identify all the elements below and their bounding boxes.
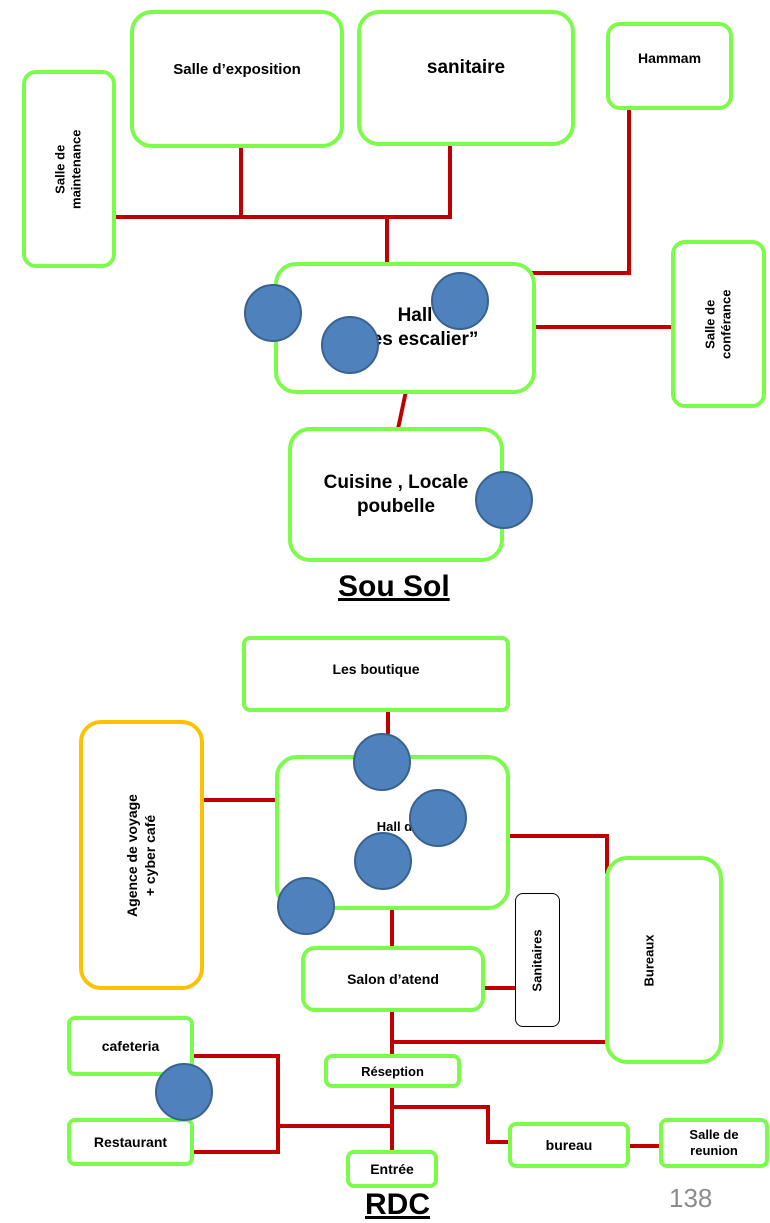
room-bureau: bureau xyxy=(508,1122,630,1168)
marker-circle xyxy=(155,1063,213,1121)
connector xyxy=(276,1054,280,1154)
room-label: conférance xyxy=(718,289,734,359)
marker-circle xyxy=(244,284,302,342)
connector xyxy=(390,1086,394,1152)
connector xyxy=(390,908,394,948)
room-label: Hammam xyxy=(637,50,702,66)
connector xyxy=(627,108,631,275)
room-label: Réseption xyxy=(361,1063,424,1079)
connector xyxy=(535,325,675,329)
page-number: 138 xyxy=(669,1183,713,1213)
connector xyxy=(505,834,609,838)
room-sanitaire: sanitaire xyxy=(357,10,575,146)
room-label: Salle d’exposition xyxy=(173,60,301,78)
marker-circle xyxy=(431,272,489,330)
room-hall-escalier: Hall ” les escalier” xyxy=(274,262,536,394)
connector xyxy=(628,1144,662,1148)
room-label: ” les escalier” xyxy=(351,329,479,350)
room-restaurant: Restaurant xyxy=(67,1118,194,1166)
room-bureaux: Bureaux xyxy=(605,856,723,1064)
room-label: maintenance xyxy=(68,129,84,209)
room-label: reunion xyxy=(690,1143,738,1158)
room-label: bureau xyxy=(545,1137,593,1153)
room-label: Restaurant xyxy=(93,1134,168,1150)
room-entree: Entrée xyxy=(346,1150,438,1188)
connector xyxy=(192,1054,280,1058)
room-label: Entrée xyxy=(370,1161,414,1177)
level-title-sou-sol: Sou Sol xyxy=(338,570,450,603)
marker-circle xyxy=(354,832,412,890)
room-cuisine-poubelle: Cuisine , Locale poubelle xyxy=(288,427,504,562)
connector xyxy=(448,146,452,218)
connector xyxy=(192,1150,280,1154)
marker-circle xyxy=(321,316,379,374)
room-label: Cuisine , Locale xyxy=(323,471,469,493)
connector xyxy=(390,1105,488,1109)
connector xyxy=(486,1105,490,1143)
marker-circle xyxy=(353,733,411,791)
room-label: + cyber café xyxy=(141,814,158,896)
room-reception: Réseption xyxy=(324,1054,461,1088)
room-label: Salon d’atend xyxy=(347,971,439,987)
room-les-boutique: Les boutique xyxy=(242,636,510,712)
marker-circle xyxy=(277,877,335,935)
connector xyxy=(390,1008,394,1056)
room-agence-voyage: Agence de voyage + cyber café xyxy=(79,720,204,990)
marker-circle xyxy=(409,789,467,847)
room-label: Sanitaires xyxy=(530,928,545,992)
room-label: Les boutique xyxy=(332,661,420,677)
room-salle-conference: Salle de conférance xyxy=(671,240,766,408)
connector xyxy=(239,148,243,218)
connector xyxy=(203,798,277,802)
connector xyxy=(116,215,452,219)
room-label: poubelle xyxy=(356,495,436,517)
room-salle-maintenance: Salle de maintenance xyxy=(22,70,116,268)
connector xyxy=(278,1124,392,1128)
room-salle-exposition: Salle d’exposition xyxy=(130,10,344,148)
connector xyxy=(385,217,389,265)
room-label: Salle de xyxy=(702,299,718,349)
connector xyxy=(520,271,631,275)
room-hammam: Hammam xyxy=(606,22,733,110)
room-sanitaires: Sanitaires xyxy=(515,893,560,1027)
level-title-rdc: RDC xyxy=(365,1188,430,1221)
room-label: Agence de voyage xyxy=(124,793,140,917)
connector xyxy=(396,392,408,428)
room-label: Salle de xyxy=(689,1126,739,1142)
connector xyxy=(486,1140,510,1144)
room-label: Bureaux xyxy=(641,933,657,987)
connector xyxy=(390,1040,608,1044)
room-salle-reunion: Salle de reunion xyxy=(659,1118,769,1168)
connector xyxy=(605,834,609,874)
room-label: Hall xyxy=(397,305,433,327)
marker-circle xyxy=(475,471,533,529)
room-label: Salle de xyxy=(52,144,68,194)
room-label: cafeteria xyxy=(101,1038,160,1054)
room-salon-attente: Salon d’atend xyxy=(301,946,485,1012)
connector xyxy=(483,986,517,990)
room-label: sanitaire xyxy=(426,57,506,78)
